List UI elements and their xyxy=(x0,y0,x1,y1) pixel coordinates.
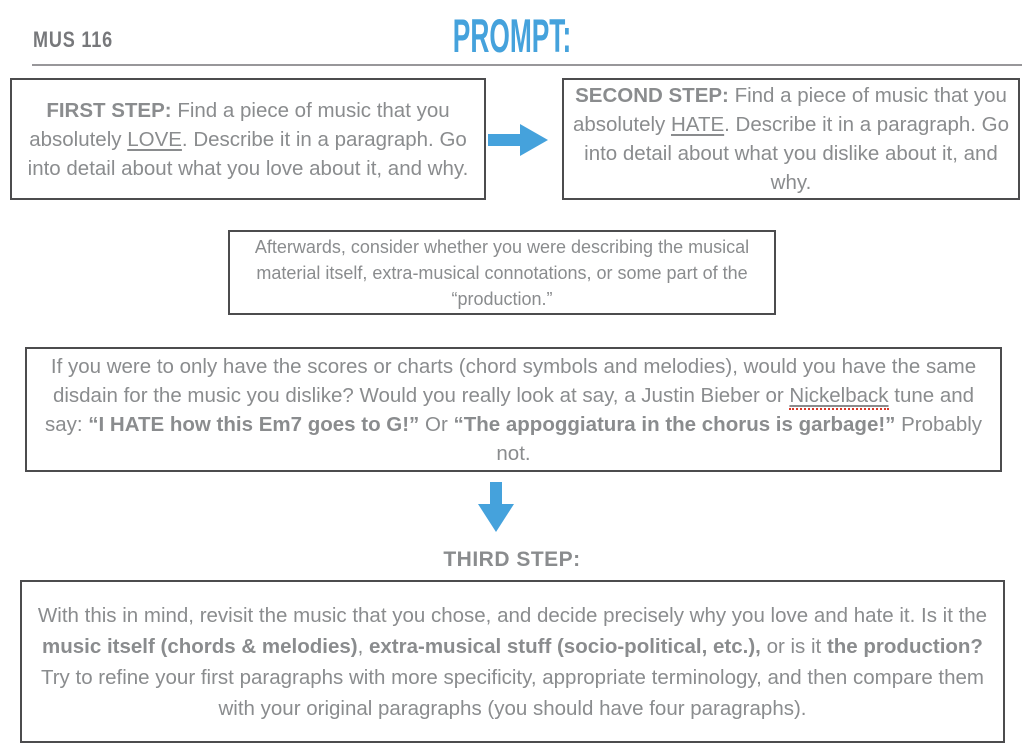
arrow-down-icon xyxy=(478,482,514,539)
third-step-box: With this in mind, revisit the music tha… xyxy=(20,580,1005,743)
scores-question-box: If you were to only have the scores or c… xyxy=(25,347,1002,472)
second-step-box: SECOND STEP: Find a piece of music that … xyxy=(562,78,1020,200)
course-label: MUS 116 xyxy=(33,27,113,52)
first-step-box: FIRST STEP: Find a piece of music that y… xyxy=(10,78,486,200)
page-title: PROMPT: xyxy=(452,9,572,62)
arrow-down-shaft xyxy=(490,482,502,505)
arrow-right-head xyxy=(520,124,548,156)
first-step-text: FIRST STEP: Find a piece of music that y… xyxy=(27,98,469,180)
afterwards-text: Afterwards, consider whether you were de… xyxy=(254,236,750,309)
scores-question-text: If you were to only have the scores or c… xyxy=(44,354,983,465)
arrow-down-head xyxy=(478,504,514,532)
arrow-right-shaft xyxy=(488,134,521,146)
second-step-text: SECOND STEP: Find a piece of music that … xyxy=(572,84,1010,194)
third-step-heading: THIRD STEP: xyxy=(443,548,581,571)
header-divider xyxy=(32,64,1022,66)
arrow-right-icon xyxy=(488,124,548,156)
third-step-text: With this in mind, revisit the music tha… xyxy=(37,603,988,720)
afterwards-box: Afterwards, consider whether you were de… xyxy=(228,230,776,315)
